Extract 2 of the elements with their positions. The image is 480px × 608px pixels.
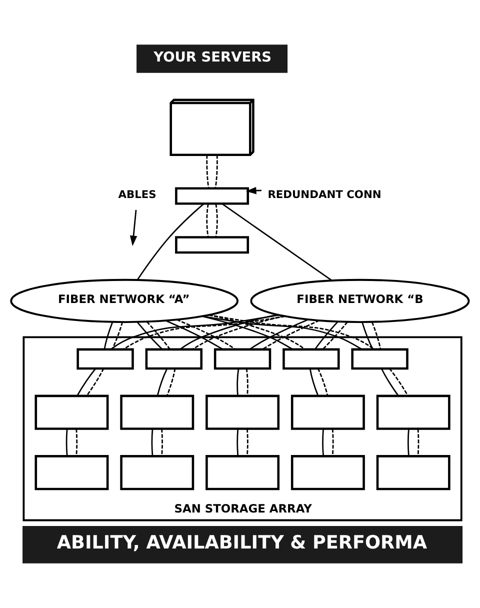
node-text: ABLES [118,188,156,202]
node-text: REDUNDANT CONN [268,188,382,202]
